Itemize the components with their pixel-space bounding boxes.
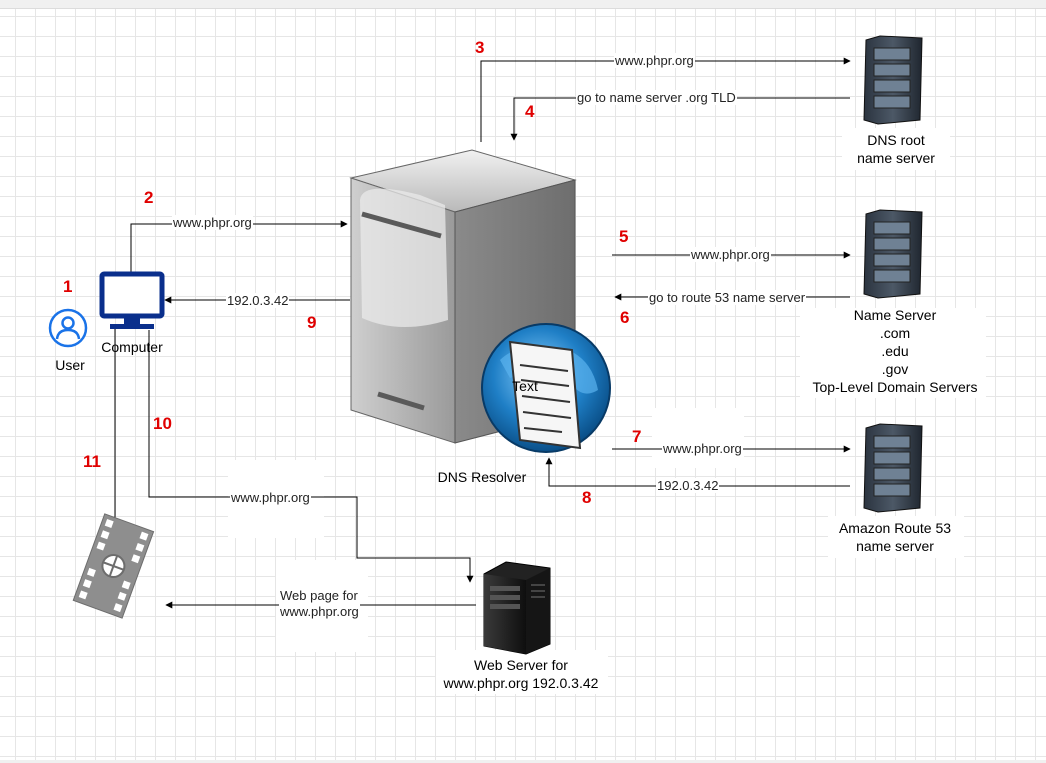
edge-label-6: go to route 53 name server [648, 290, 807, 305]
edge-2 [130, 220, 348, 276]
web-server-label-2: www.phpr.org 192.0.3.42 [443, 675, 599, 691]
user-label: User [55, 357, 85, 373]
edge-label-3: www.phpr.org [614, 53, 695, 68]
edge-label-5: www.phpr.org [690, 247, 771, 262]
dns-resolver-label: DNS Resolver [437, 469, 527, 485]
step-number-2: 2 [144, 188, 154, 207]
tld-label-4: .gov [881, 361, 909, 377]
user-icon [48, 308, 88, 348]
computer-icon [99, 271, 165, 329]
canvas-top-bar [0, 0, 1046, 9]
film-browser-icon [72, 513, 155, 619]
label-bg-tld [800, 308, 986, 398]
edge-label-4: go to name server .org TLD [576, 90, 737, 105]
edge-3 [480, 57, 851, 142]
step-number-9: 9 [307, 313, 317, 332]
web-server-label-1: Web Server for [474, 657, 568, 673]
rack-server-icon [863, 209, 923, 299]
step-number-11: 11 [83, 452, 101, 471]
computer-label: Computer [101, 339, 163, 355]
edge-label-2: www.phpr.org [172, 215, 253, 230]
edge-label-10: www.phpr.org [230, 490, 311, 505]
step-number-8: 8 [582, 488, 592, 507]
step-number-7: 7 [632, 427, 642, 446]
label-bg-webserver [436, 650, 608, 694]
edge-label-8: 192.0.3.42 [656, 478, 720, 493]
step-number-3: 3 [475, 38, 485, 57]
globe-document-icon [481, 323, 611, 453]
edge-4 [510, 97, 850, 141]
resolver-text-label: Text [512, 378, 538, 394]
canvas-bottom-bar [0, 760, 1046, 763]
tld-label-1: Name Server [853, 307, 937, 323]
label-bg-edge7 [652, 408, 744, 468]
edge-label-7: www.phpr.org [662, 441, 743, 456]
route53-label-2: name server [856, 538, 934, 554]
edge-8 [545, 457, 850, 487]
step-number-1: 1 [63, 277, 73, 296]
dns-root-label-2: name server [857, 150, 935, 166]
step-number-6: 6 [620, 308, 630, 327]
route53-label-1: Amazon Route 53 [838, 520, 952, 536]
rack-server-icon [863, 35, 923, 125]
tld-label-3: .edu [881, 343, 909, 359]
edge-label-webpage-2: www.phpr.org [279, 604, 360, 619]
edge-label-webpage-1: Web page for [279, 588, 359, 603]
step-number-10: 10 [153, 414, 172, 433]
step-number-5: 5 [619, 227, 629, 246]
edge-10 [148, 330, 474, 583]
dns-root-label-1: DNS root [867, 132, 925, 148]
label-bg-route53 [828, 516, 964, 558]
step-number-4: 4 [525, 102, 535, 121]
edge-label-9: 192.0.3.42 [226, 293, 290, 308]
label-bg-dns-root [842, 128, 950, 170]
rack-server-icon [863, 423, 923, 513]
tower-server-icon [483, 561, 551, 655]
tld-label-2: .com [879, 325, 911, 341]
tld-label-5: Top-Level Domain Servers [812, 379, 978, 395]
